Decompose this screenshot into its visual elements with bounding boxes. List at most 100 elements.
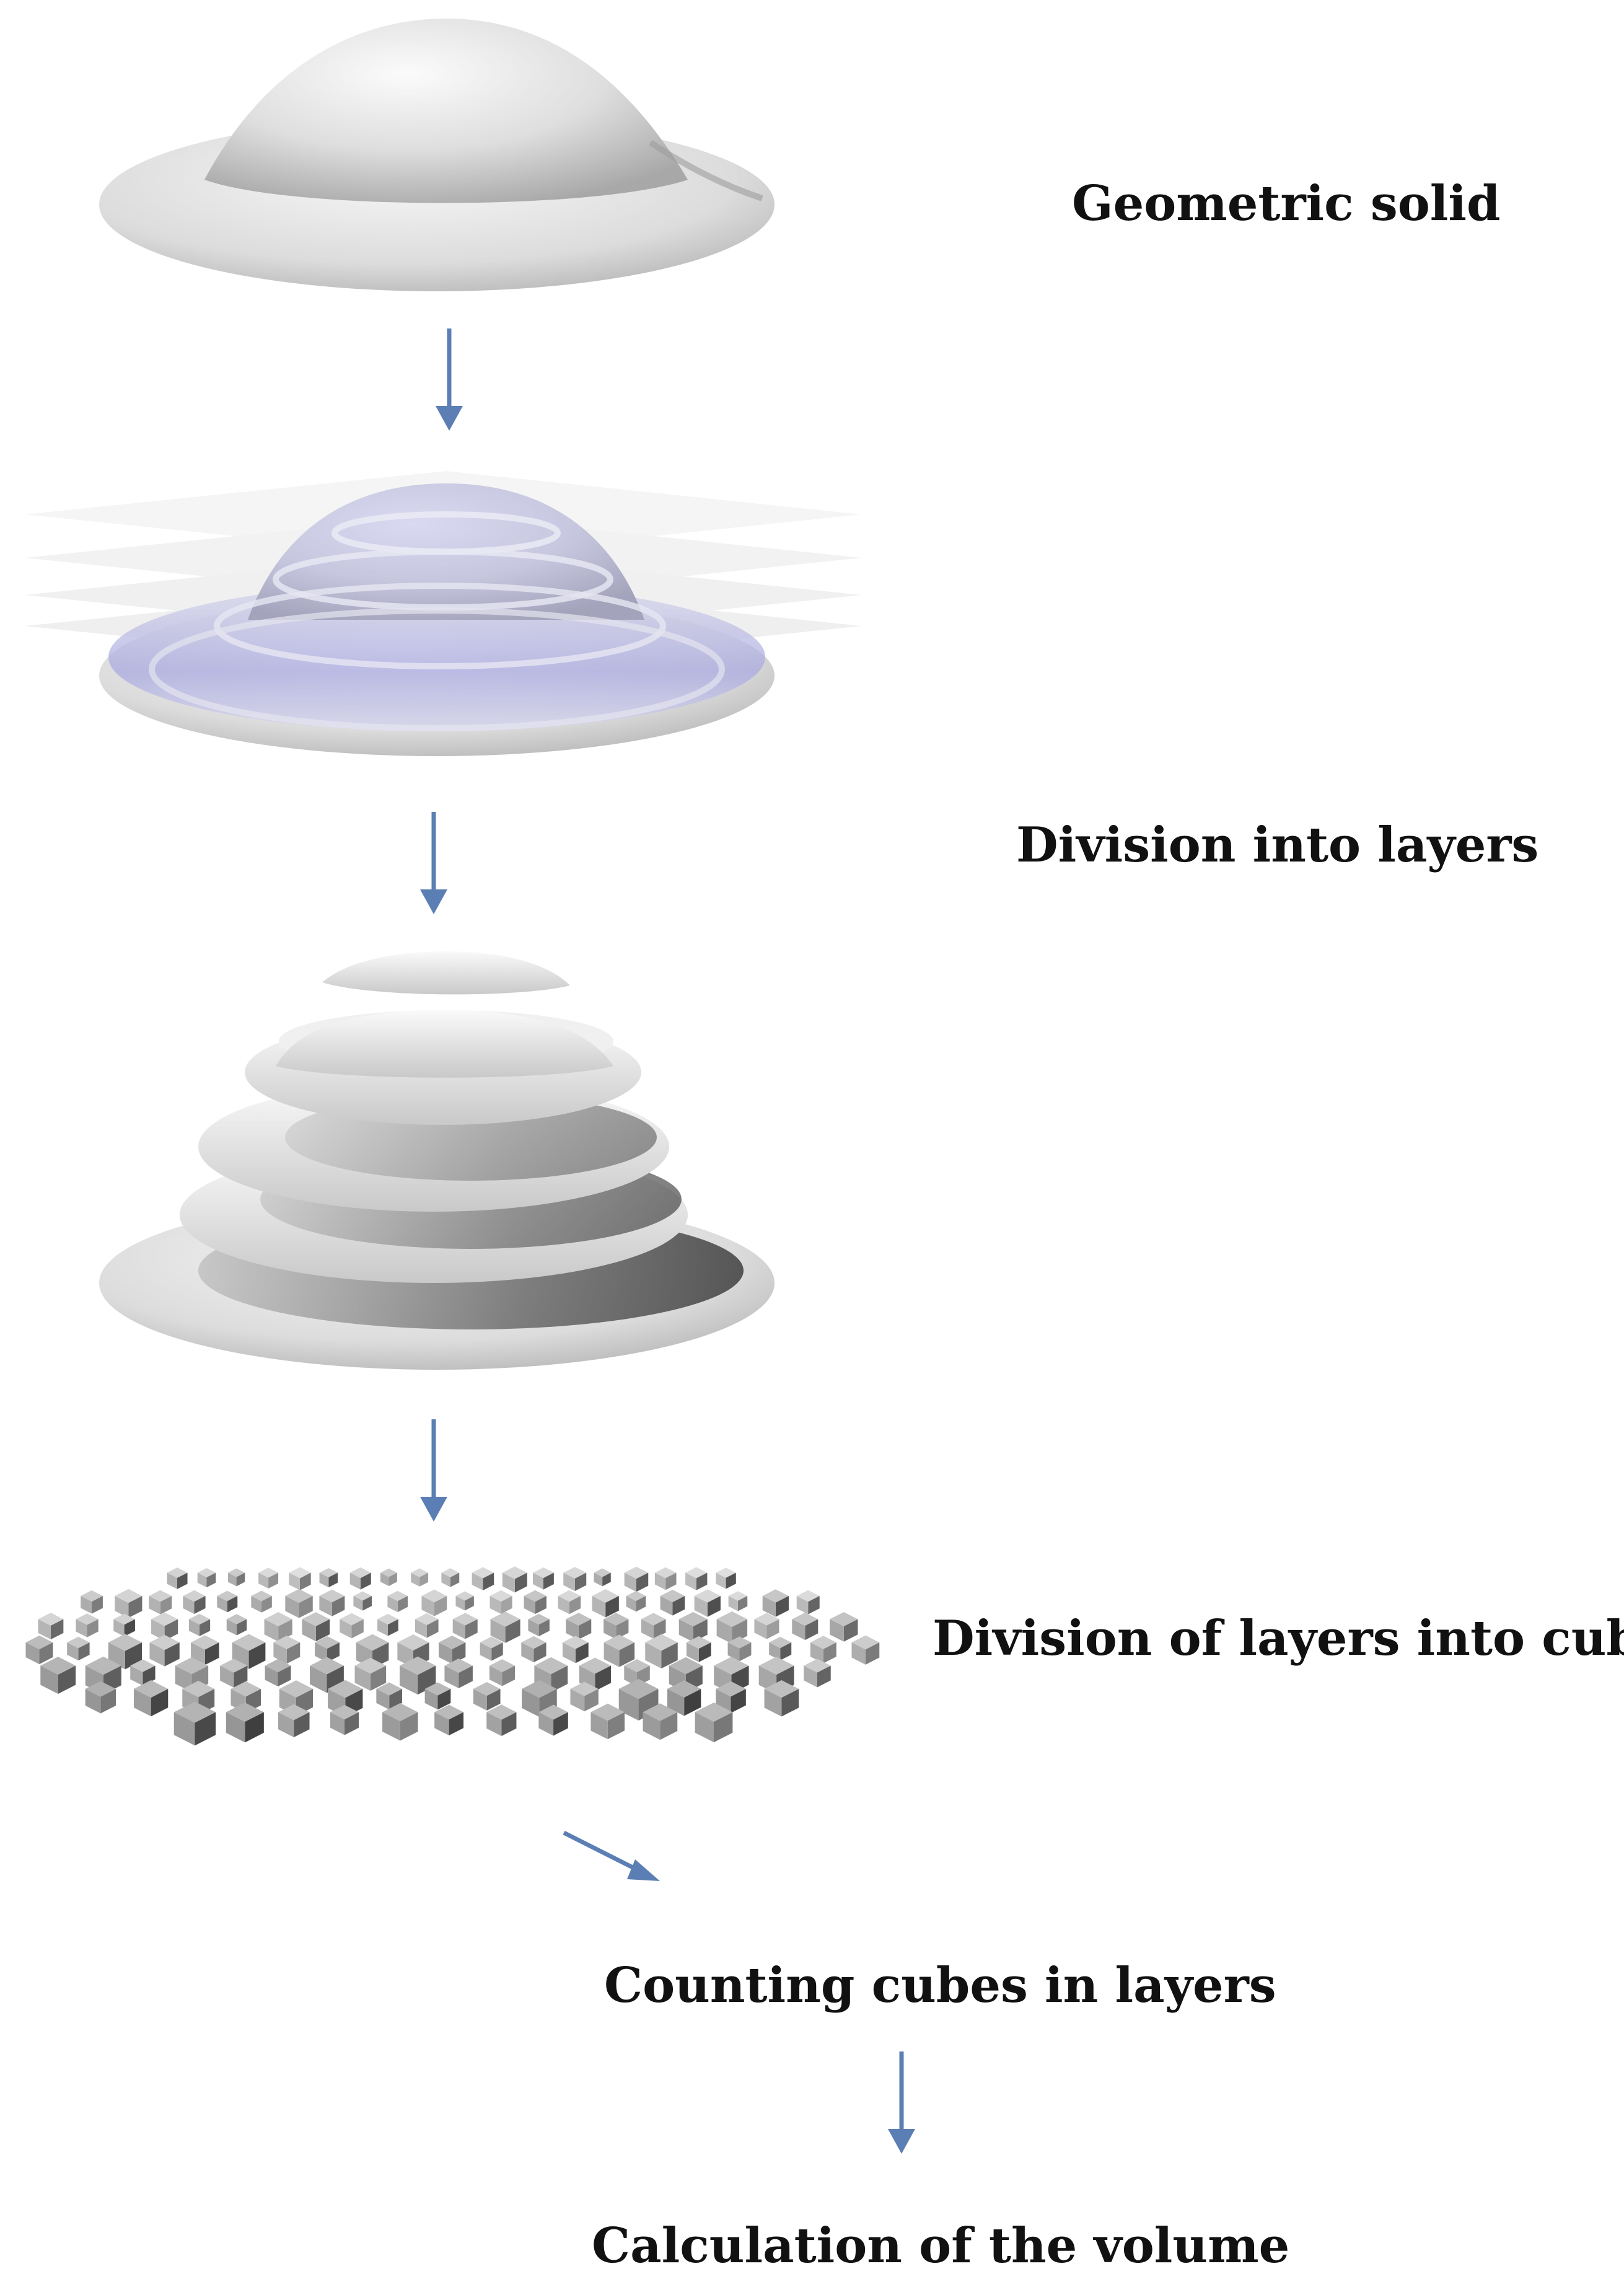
cube-side: [726, 1572, 736, 1589]
cube-side: [124, 1619, 135, 1637]
cube-front: [415, 1619, 427, 1638]
cube: [226, 1702, 264, 1722]
cube: [175, 1657, 209, 1675]
cube-front: [273, 1642, 287, 1664]
cube-side: [491, 1642, 503, 1661]
cube-front: [315, 1642, 327, 1662]
cube-front: [380, 1572, 389, 1587]
cube-front: [473, 1689, 487, 1711]
cube-side: [781, 1689, 799, 1717]
cube-side: [164, 1642, 180, 1667]
cube-side: [143, 1665, 156, 1686]
cube-side: [739, 1642, 752, 1662]
cube-front: [434, 1712, 449, 1736]
cube-side: [780, 1642, 792, 1660]
cube-side: [533, 1642, 546, 1663]
cube: [227, 1568, 245, 1577]
cube-front: [399, 1665, 418, 1695]
cube-side: [578, 1619, 592, 1640]
cube-front: [524, 1596, 535, 1615]
cube-side: [843, 1619, 858, 1642]
cube-side: [605, 1596, 619, 1618]
cube-front: [533, 1572, 543, 1590]
cube-front: [830, 1619, 844, 1642]
cube-front: [810, 1642, 823, 1664]
cube-front: [25, 1642, 40, 1665]
cube-side: [345, 1712, 359, 1735]
cube-side: [206, 1572, 216, 1588]
cube-side: [514, 1572, 527, 1593]
cube-front: [376, 1689, 390, 1710]
cube-side: [434, 1596, 447, 1616]
cube-side: [100, 1689, 116, 1714]
cube-side: [636, 1596, 646, 1612]
cube-side: [245, 1712, 264, 1743]
cube-front: [489, 1665, 503, 1686]
cube-side: [575, 1642, 589, 1664]
cube-front: [349, 1572, 361, 1590]
cube-side: [195, 1712, 216, 1746]
cube: [624, 1659, 650, 1673]
cube-side: [607, 1712, 625, 1740]
cube-side: [486, 1689, 501, 1711]
cube-side: [693, 1619, 708, 1642]
cube-side: [501, 1596, 512, 1614]
cube: [40, 1657, 76, 1675]
cube: [397, 1634, 429, 1651]
cube: [558, 1590, 581, 1602]
cube-front: [522, 1689, 540, 1717]
cube-side: [449, 1712, 464, 1736]
cube-front: [40, 1665, 58, 1694]
cube-front: [439, 1642, 452, 1664]
cube-side: [766, 1619, 779, 1639]
cube-side: [450, 1572, 460, 1587]
cube-front: [502, 1572, 515, 1593]
cube: [264, 1612, 292, 1626]
cube: [399, 1656, 436, 1675]
cube-front: [133, 1689, 151, 1717]
cube-side: [370, 1665, 387, 1691]
arrow-down-icon: [436, 328, 463, 431]
cube-front: [455, 1596, 465, 1611]
cube-side: [805, 1619, 819, 1641]
cube: [754, 1613, 779, 1626]
cube-side: [502, 1665, 516, 1686]
cube-front: [354, 1665, 371, 1691]
cube-front: [566, 1619, 579, 1640]
cube-front: [490, 1619, 506, 1643]
cube: [528, 1613, 550, 1625]
cube: [310, 1657, 344, 1675]
cube: [590, 1703, 625, 1721]
cube-side: [194, 1596, 206, 1615]
cube-front: [387, 1596, 398, 1613]
label-calculation-of-the-volume: Calculation of the volume: [592, 2218, 1290, 2274]
cube: [376, 1682, 403, 1696]
cube-front: [486, 1712, 502, 1737]
cube-side: [200, 1619, 211, 1636]
cube: [319, 1589, 345, 1603]
cube-front: [528, 1619, 539, 1637]
cube-side: [87, 1619, 99, 1637]
cube-side: [465, 1619, 478, 1639]
cube: [439, 1635, 466, 1650]
cube-side: [227, 1596, 238, 1613]
cube-front: [563, 1572, 575, 1592]
cube-front: [175, 1665, 192, 1693]
cube: [522, 1680, 557, 1698]
cube: [489, 1659, 516, 1672]
cube: [251, 1590, 272, 1602]
cube: [85, 1656, 121, 1675]
arrow-down-icon: [420, 1419, 447, 1522]
cube-side: [543, 1572, 554, 1590]
cube: [108, 1634, 143, 1651]
cube-front: [754, 1619, 767, 1639]
flow-arrows: [420, 328, 915, 2154]
cube-front: [538, 1712, 554, 1736]
cube-side: [315, 1619, 330, 1642]
cube: [289, 1567, 311, 1579]
cube-side: [602, 1572, 611, 1587]
cube-front: [604, 1642, 620, 1667]
cube-side: [437, 1689, 451, 1710]
cube-front: [330, 1712, 345, 1735]
cube-side: [362, 1596, 372, 1611]
